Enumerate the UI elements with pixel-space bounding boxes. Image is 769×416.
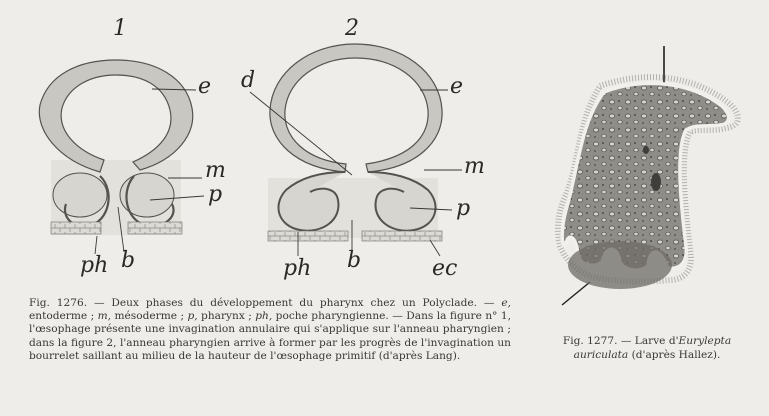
larva-body xyxy=(562,83,728,270)
caption-1276-sym-e: e, xyxy=(501,297,511,309)
panel2-label-e: e xyxy=(450,76,463,98)
panel1-label-b: b xyxy=(121,250,135,272)
fig1277-larva xyxy=(558,46,738,305)
panel1-label-e: e xyxy=(198,76,211,98)
panel1-label-m: m xyxy=(205,160,226,182)
caption-fig-1276: Fig. 1276. — Deux phases du développemen… xyxy=(29,297,511,363)
panel1-label-p: p xyxy=(208,184,222,206)
panel2-label-b: b xyxy=(347,250,361,272)
caption-1276-text-a: — Deux phases du développement du pharyn… xyxy=(87,297,501,309)
panel2-label-ec: ec xyxy=(432,258,457,280)
caption-1276-sym-ph: ph, xyxy=(255,310,272,322)
caption-1277-fig-number: Fig. 1277. xyxy=(563,335,618,347)
panel-number-2: 2 xyxy=(345,18,359,40)
caption-1276-text-d: pharynx ; xyxy=(198,310,256,322)
panel2-label-p: p xyxy=(456,198,470,220)
panel2-label-m: m xyxy=(464,156,485,178)
caption-fig-1277: Fig. 1277. — Larve d'Eurylepta auriculat… xyxy=(547,334,747,362)
panel1-left-pouch xyxy=(53,173,107,217)
panel1-label-ph: ph xyxy=(80,255,108,277)
panel-number-1: 1 xyxy=(113,18,127,40)
caption-1276-fig-number: Fig. 1276. xyxy=(29,297,87,309)
caption-1276-sym-p: p, xyxy=(187,310,197,322)
fig1276-panel2 xyxy=(250,44,462,256)
caption-1277-text-b: (d'après Hallez). xyxy=(628,349,720,361)
caption-1276-text-b: entoderme ; xyxy=(29,310,98,322)
panel2-label-ph: ph xyxy=(283,258,311,280)
caption-1276-sym-m: m, xyxy=(98,310,111,322)
panel2-label-d: d xyxy=(241,70,255,92)
caption-1276-text-c: mésoderme ; xyxy=(111,310,187,322)
panel1-entoderm-ring xyxy=(39,60,192,172)
panel2-entoderm-ring xyxy=(270,44,442,172)
caption-1277-text-a: — Larve d' xyxy=(617,335,678,347)
fig1276-panel1 xyxy=(39,60,204,254)
